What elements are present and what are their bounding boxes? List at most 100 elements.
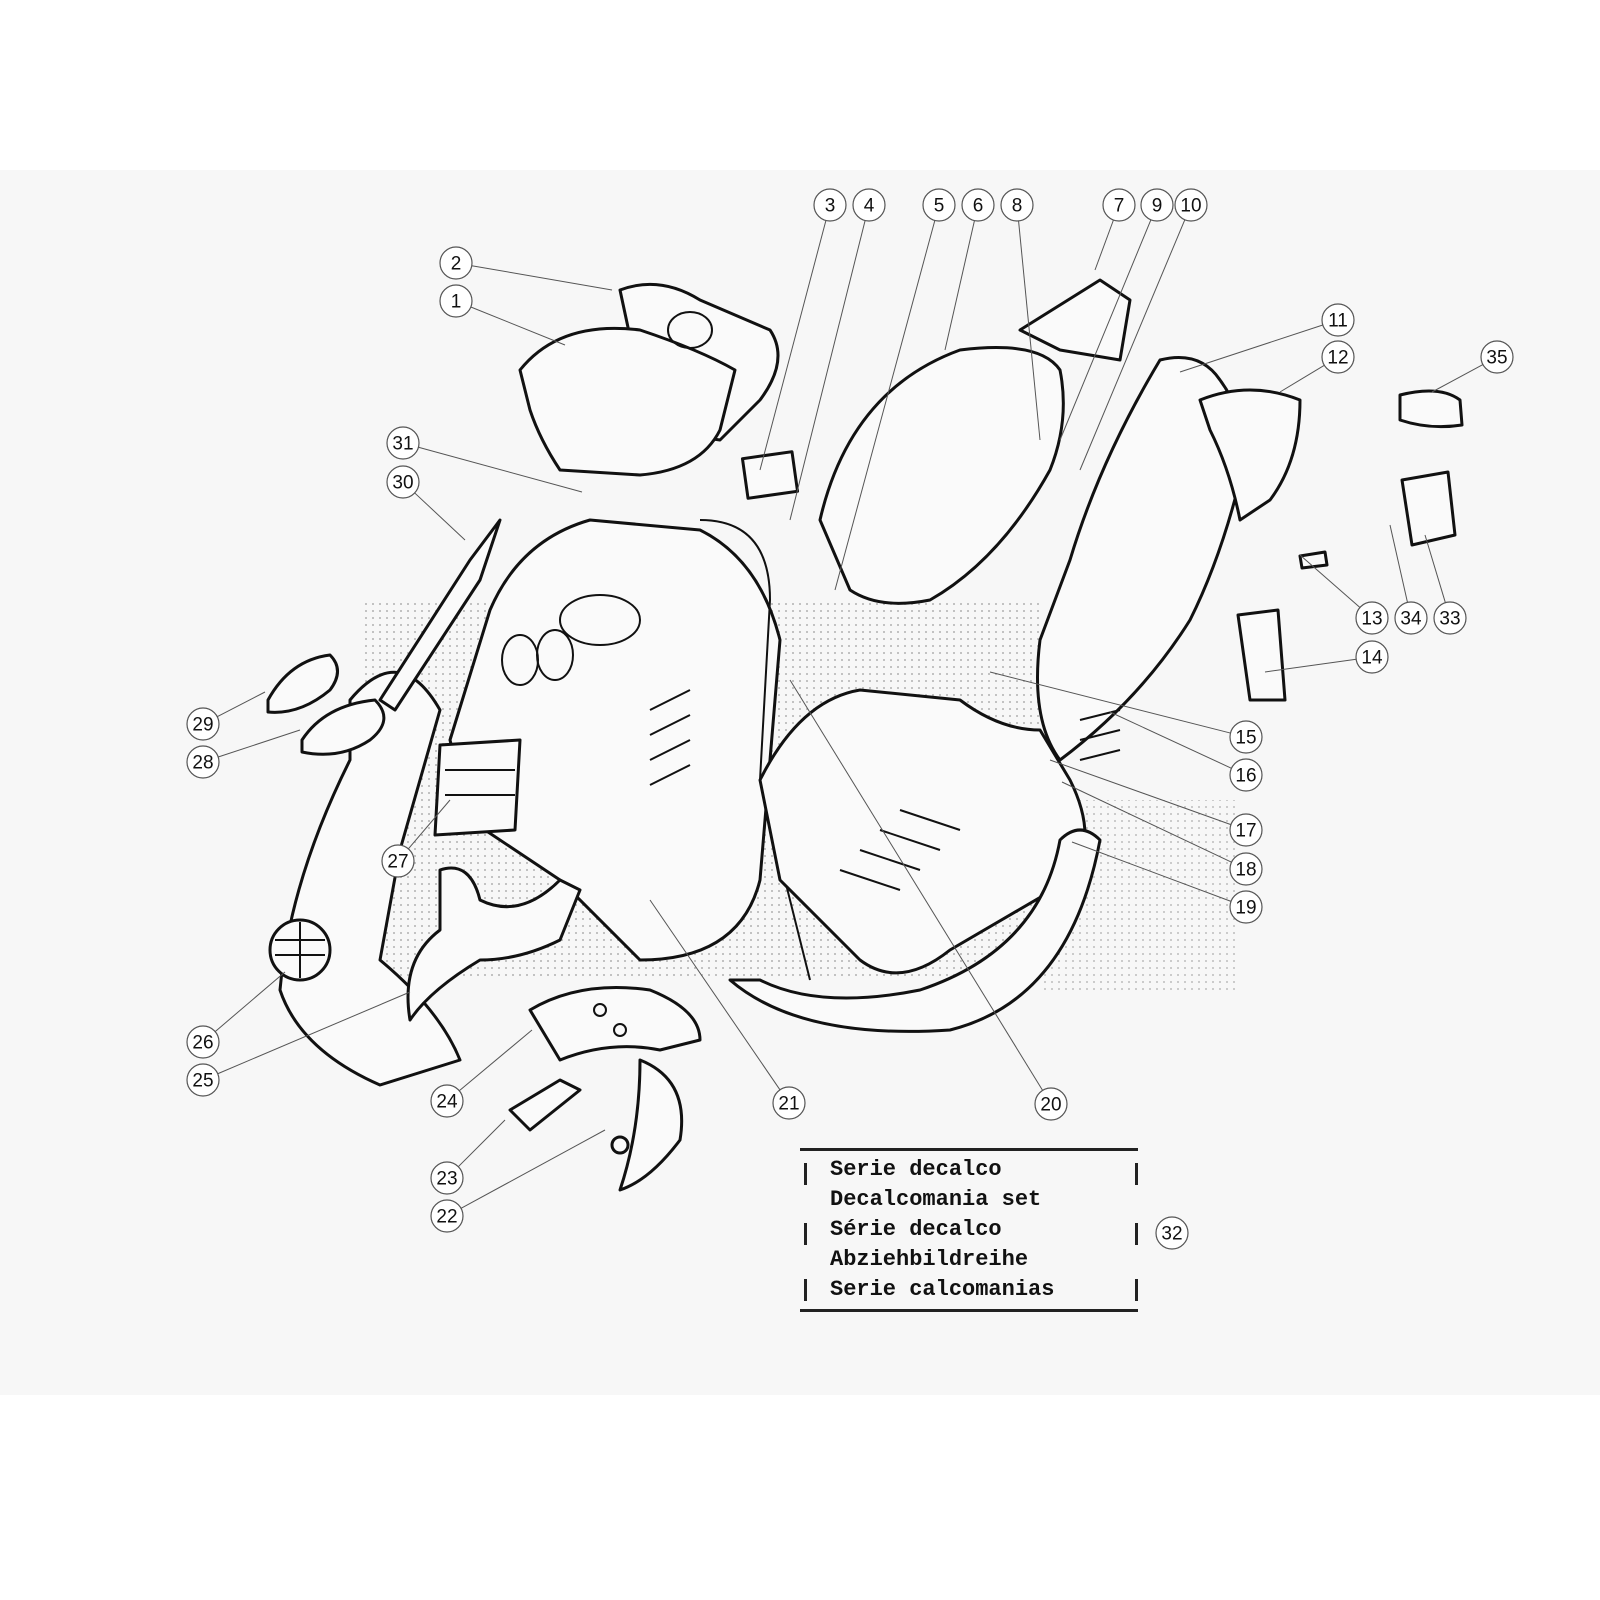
callout-number: 32 [1161, 1224, 1182, 1245]
callout-circle [772, 1086, 806, 1120]
leader-line [789, 679, 1044, 1091]
callout-circle [1321, 303, 1355, 337]
callout-number: 19 [1235, 898, 1256, 919]
leader-line [1431, 364, 1484, 393]
callout-number: 2 [451, 254, 462, 275]
small-bracket-part [740, 450, 800, 500]
rear-side-panel-part [1036, 356, 1302, 762]
callout-number: 26 [192, 1033, 213, 1054]
callout-13: 13 [1299, 554, 1389, 635]
callout-2: 2 [439, 246, 613, 291]
callout-6: 6 [944, 188, 995, 351]
callout-16: 16 [1109, 711, 1263, 792]
callout-19: 19 [1071, 841, 1263, 924]
callout-number: 24 [436, 1092, 458, 1113]
leader-line [1389, 524, 1408, 603]
leader-line [1071, 841, 1232, 902]
headlight-cover-part [518, 282, 780, 477]
callout-8: 8 [1000, 188, 1041, 441]
callout-3: 3 [759, 188, 847, 471]
callout-26: 26 [186, 971, 286, 1059]
lower-skirt-part [728, 828, 1102, 1033]
leader-line [649, 899, 781, 1091]
callout-circle [381, 844, 415, 878]
callout-5: 5 [834, 188, 956, 591]
callout-circle [1229, 720, 1263, 754]
callout-circle [439, 284, 473, 318]
callout-30: 30 [386, 465, 466, 541]
callout-number: 9 [1152, 196, 1163, 217]
box-bar [804, 1223, 807, 1245]
callout-24: 24 [430, 1029, 533, 1118]
leader-line [1059, 219, 1152, 441]
callout-number: 12 [1327, 348, 1348, 369]
leader-line [989, 671, 1231, 734]
callout-number: 30 [392, 473, 413, 494]
decal-set-box: Serie decalco Decalcomania set Série dec… [800, 1148, 1138, 1312]
callout-circle [186, 1025, 220, 1059]
indicator-lenses-part [266, 653, 386, 756]
callout-number: 33 [1439, 609, 1460, 630]
callout-21: 21 [649, 899, 806, 1120]
leader-line [1079, 219, 1186, 471]
callout-number: 4 [864, 196, 875, 217]
callout-number: 17 [1235, 821, 1256, 842]
callout-circle [922, 188, 956, 222]
callout-10: 10 [1079, 188, 1208, 471]
callout-circle [430, 1084, 464, 1118]
callout-circle [1394, 601, 1428, 635]
decal-line-en: Decalcomania set [830, 1187, 1042, 1212]
decal-line-de: Abziehbildreihe [830, 1247, 1029, 1272]
leader-line [457, 1119, 506, 1168]
callout-35: 35 [1431, 340, 1514, 393]
callout-circle [186, 707, 220, 741]
callout-17: 17 [1049, 759, 1263, 847]
callout-circle [1229, 852, 1263, 886]
callout-20: 20 [789, 679, 1068, 1121]
callout-number: 20 [1040, 1095, 1061, 1116]
leader-line [759, 220, 827, 471]
callout-circle [961, 188, 995, 222]
callout-7: 7 [1094, 188, 1136, 271]
leader-line [460, 1129, 606, 1209]
front-mudguard-part [406, 866, 582, 1022]
leader-line [214, 971, 286, 1032]
leader-line [1179, 324, 1323, 373]
callout-number: 7 [1114, 196, 1125, 217]
box-bar [804, 1279, 807, 1301]
callout-12: 12 [1279, 340, 1355, 393]
decal-line-it: Serie decalco [830, 1157, 1002, 1182]
callout-circle [386, 465, 420, 499]
side-panel-left-part [268, 671, 462, 1087]
callout-circle [186, 1063, 220, 1097]
callout-number: 21 [778, 1094, 799, 1115]
callout-circle [852, 188, 886, 222]
leader-line [944, 220, 975, 351]
callout-33: 33 [1424, 534, 1467, 635]
callout-number: 23 [436, 1169, 457, 1190]
callout-9: 9 [1059, 188, 1174, 441]
leader-line [1061, 781, 1232, 863]
callout-11: 11 [1179, 303, 1355, 373]
leader-line [789, 220, 866, 521]
leader-line [1299, 554, 1361, 608]
callout-number: 6 [973, 196, 984, 217]
decal-line-es: Serie calcomanias [830, 1277, 1055, 1302]
leader-line [458, 1029, 533, 1092]
callout-circle [1000, 188, 1034, 222]
leader-line [216, 691, 266, 718]
callout-circle [813, 188, 847, 222]
callout-circle [386, 426, 420, 460]
leader-line [414, 492, 466, 541]
leader-line [1264, 658, 1357, 673]
callout-circle [1034, 1087, 1068, 1121]
leader-line [418, 446, 583, 493]
callout-31: 31 [386, 426, 583, 493]
leader-line [1279, 364, 1325, 393]
box-bar [1135, 1279, 1138, 1301]
leader-line [217, 991, 411, 1075]
callout-circle [1155, 1216, 1189, 1250]
leader-line [471, 265, 613, 291]
callout-circle [1174, 188, 1208, 222]
callout-circle [1355, 640, 1389, 674]
